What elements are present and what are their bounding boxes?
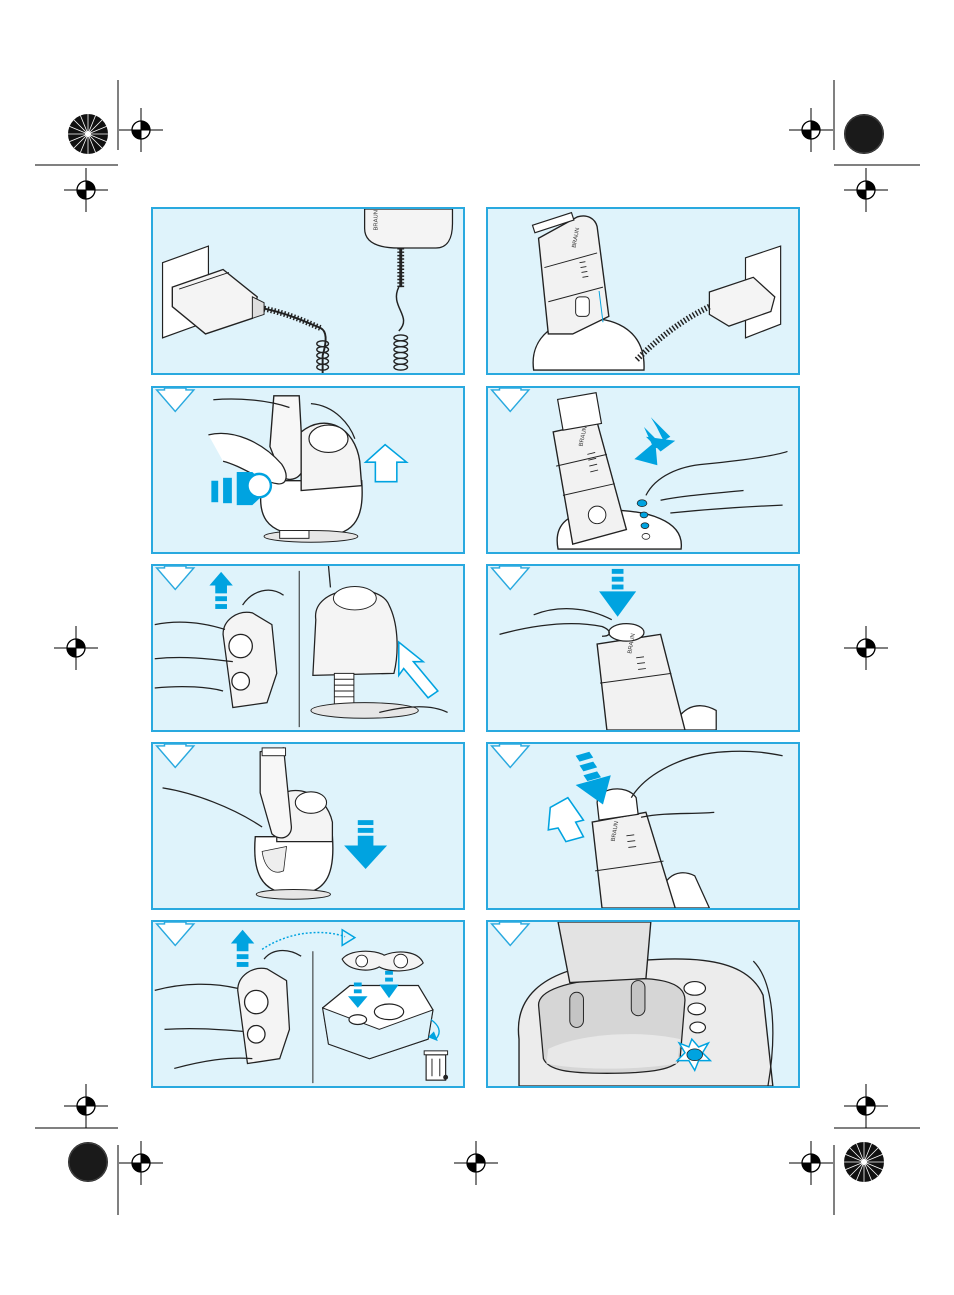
panel-right-1: BRAUN [486, 207, 800, 375]
panel-right-3: BRAUN [486, 564, 800, 732]
panel-left-1: BRAUN [151, 207, 465, 375]
panel-left-3 [151, 564, 465, 732]
step-arrow-icon [157, 388, 194, 411]
brand-label: BRAUN [373, 210, 379, 230]
panel-right-5 [486, 920, 800, 1088]
panel-left-5 [151, 920, 465, 1088]
panel-left-2 [151, 386, 465, 554]
panel-right-4: BRAUN [486, 742, 800, 910]
panel-right-2: BRAUN [486, 386, 800, 554]
panel-left-4 [151, 742, 465, 910]
